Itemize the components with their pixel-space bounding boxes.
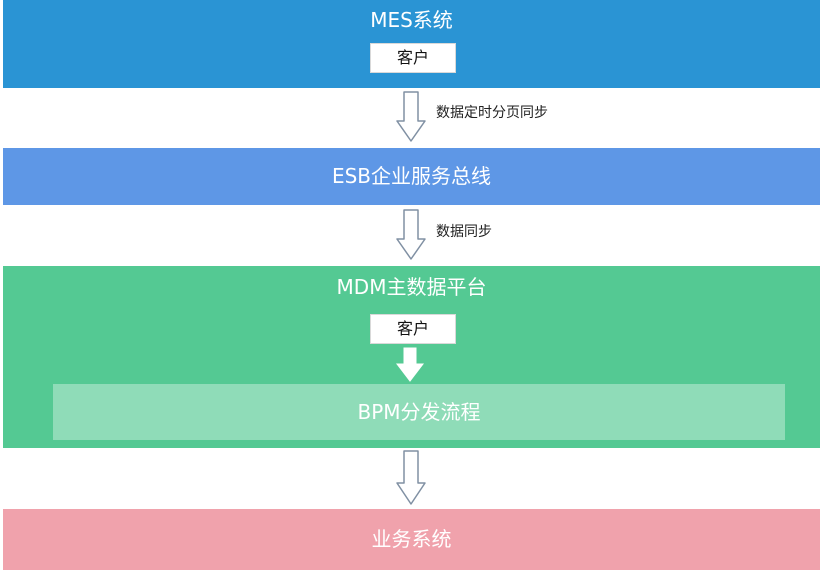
bpm-flow-title: BPM分发流程 (357, 400, 481, 424)
down-arrow-icon (396, 450, 426, 505)
mes-system-band: MES系统 客户 (3, 0, 820, 88)
down-arrow-icon (396, 209, 426, 260)
solid-down-arrow-icon (395, 347, 425, 382)
bpm-flow-box: BPM分发流程 (53, 384, 785, 440)
down-arrow-icon (396, 91, 426, 142)
business-system-band: 业务系统 (3, 509, 820, 570)
esb-bus-title: ESB企业服务总线 (331, 164, 492, 188)
business-system-title: 业务系统 (371, 527, 452, 551)
mes-system-title: MES系统 (370, 8, 453, 32)
sync-label-paged: 数据定时分页同步 (436, 105, 548, 121)
mdm-platform-band: MDM主数据平台 客户 BPM分发流程 (3, 266, 820, 448)
sync-label: 数据同步 (436, 224, 492, 240)
mdm-customer-box: 客户 (370, 314, 456, 344)
esb-bus-band: ESB企业服务总线 (3, 148, 820, 205)
mdm-platform-title: MDM主数据平台 (336, 275, 487, 299)
mes-customer-box: 客户 (370, 43, 456, 73)
